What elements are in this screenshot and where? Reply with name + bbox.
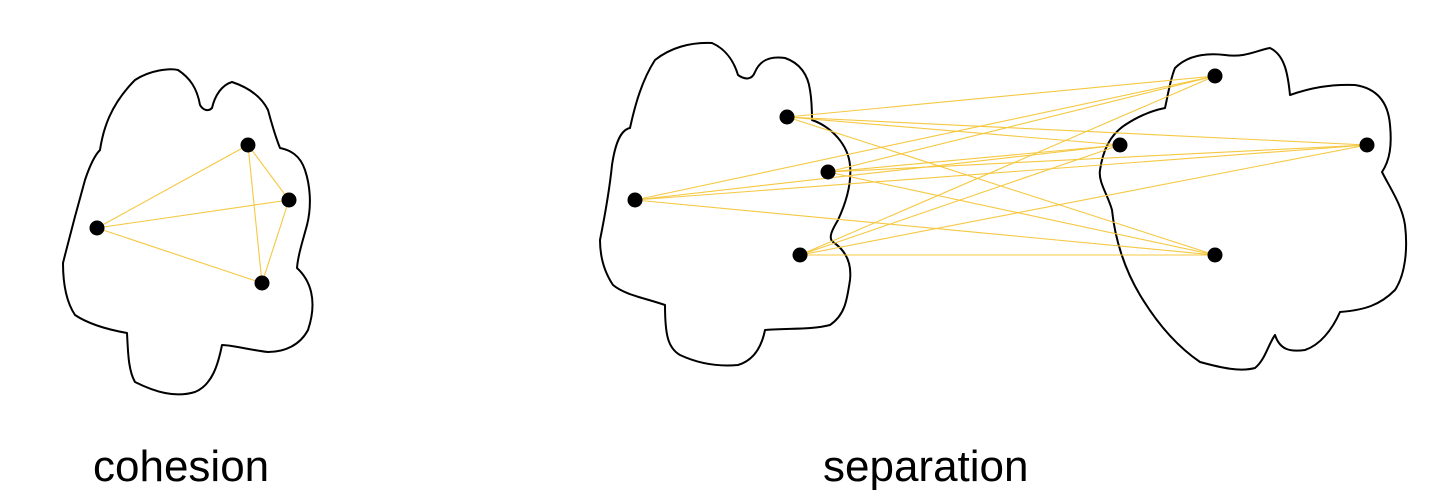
cohesion-points — [89, 137, 297, 291]
link-line — [634, 144, 1121, 201]
cohesion-links — [96, 144, 290, 284]
link-line — [799, 75, 1216, 256]
data-point — [1359, 137, 1375, 153]
data-point — [281, 192, 297, 208]
link-line — [96, 199, 290, 229]
data-point — [254, 275, 270, 291]
link-line — [799, 144, 1368, 256]
data-point — [240, 137, 256, 153]
data-point — [1207, 247, 1223, 263]
separation-left-cluster-outline — [599, 41, 852, 367]
link-line — [827, 144, 1368, 173]
link-line — [634, 144, 1368, 201]
data-point — [820, 164, 836, 180]
data-point — [89, 220, 105, 236]
data-point — [627, 192, 643, 208]
link-line — [634, 199, 1216, 256]
link-line — [786, 116, 1368, 146]
link-line — [247, 144, 263, 284]
link-line — [827, 75, 1216, 173]
link-line — [827, 144, 1121, 173]
separation-right-points — [1112, 68, 1375, 263]
link-line — [96, 144, 249, 229]
separation-caption: separation — [823, 442, 1029, 491]
link-line — [786, 75, 1216, 118]
link-line — [96, 227, 263, 284]
link-line — [261, 199, 290, 284]
cohesion-cluster-outline — [62, 68, 314, 396]
data-point — [1112, 137, 1128, 153]
separation-left-points — [627, 109, 836, 263]
separation-right-cluster-outline — [1098, 47, 1408, 371]
data-point — [792, 247, 808, 263]
data-point — [779, 109, 795, 125]
link-line — [247, 144, 290, 201]
link-line — [634, 75, 1216, 201]
link-line — [827, 171, 1216, 256]
separation-links — [634, 75, 1368, 256]
data-point — [1207, 68, 1223, 84]
cohesion-caption: cohesion — [93, 442, 270, 491]
link-line — [799, 144, 1121, 256]
